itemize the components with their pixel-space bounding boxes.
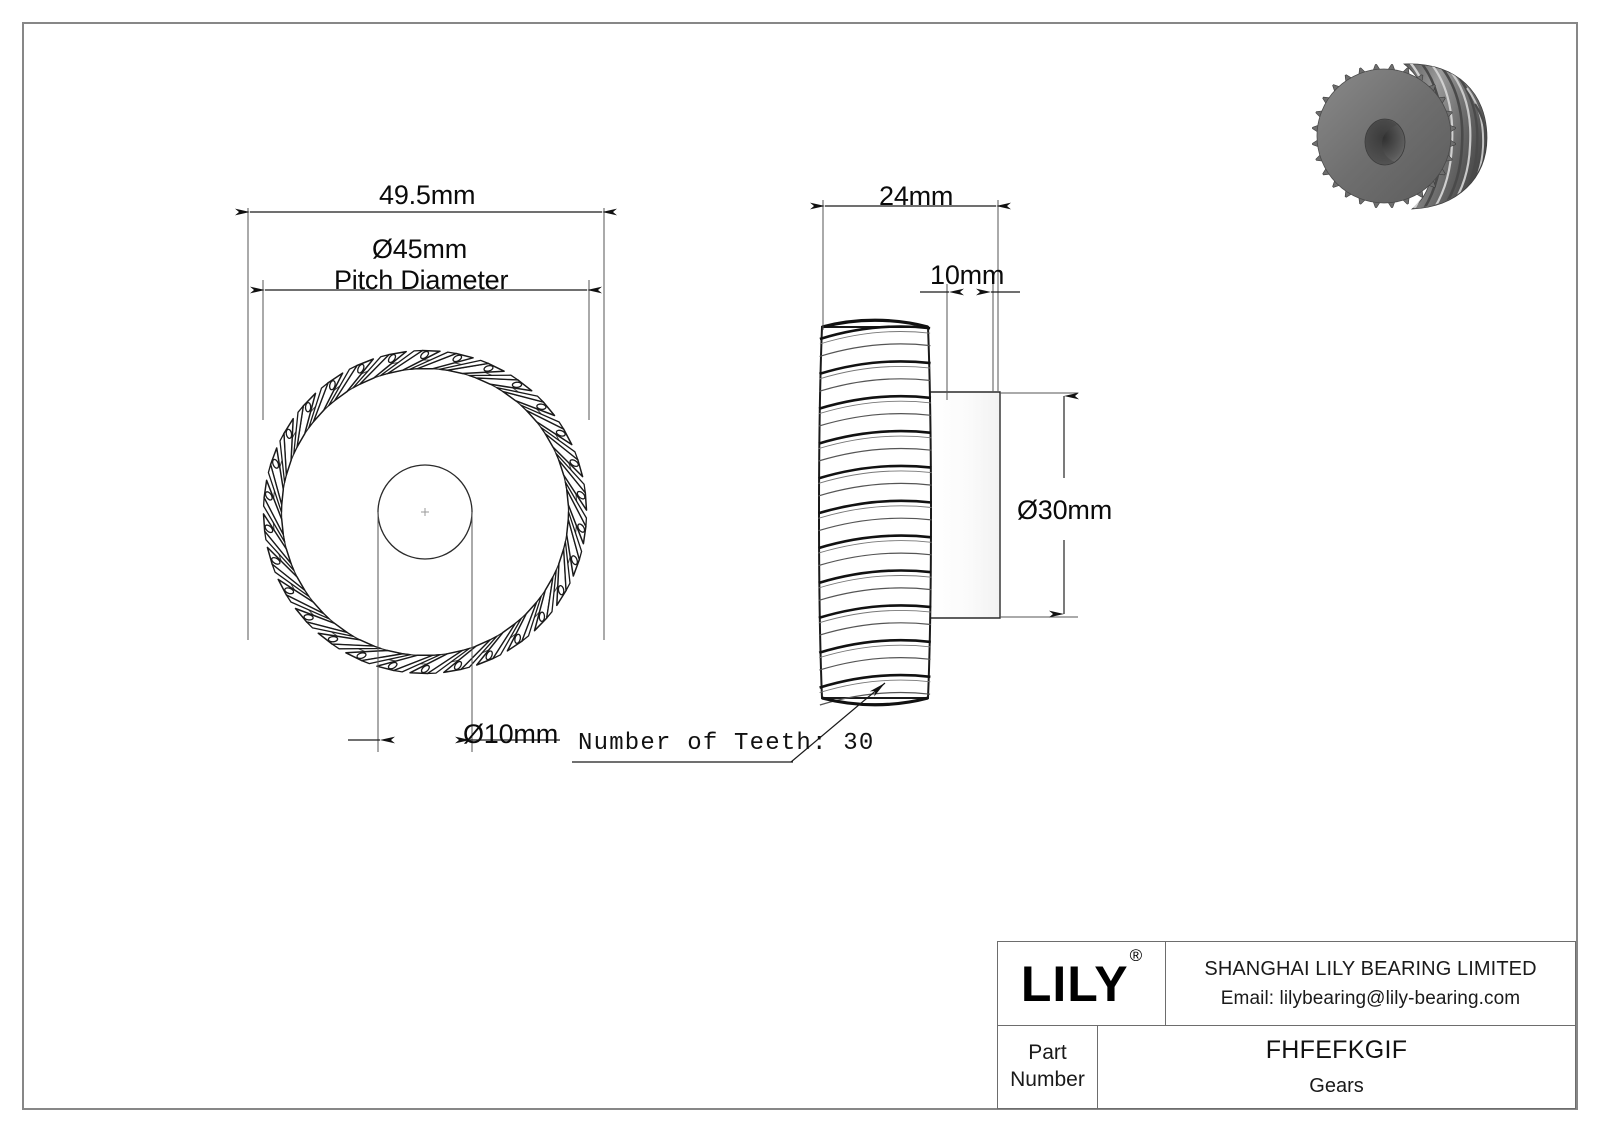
part-number-label: Part Number bbox=[998, 1026, 1098, 1108]
company-name: SHANGHAI LILY BEARING LIMITED bbox=[1204, 957, 1537, 980]
dim-label-hub-diameter: Ø30mm bbox=[1017, 495, 1113, 525]
logo-text: LILY bbox=[1020, 955, 1129, 1012]
registered-mark-icon: ® bbox=[1129, 945, 1144, 965]
title-block-bottom-row: Part Number FHFEFKGIF Gears bbox=[998, 1025, 1575, 1108]
part-number-value-cell: FHFEFKGIF Gears bbox=[1098, 1026, 1575, 1108]
dim-label-hub-width: 10mm bbox=[930, 260, 1005, 290]
part-label-line2: Number bbox=[1010, 1068, 1085, 1091]
title-block-top-row: LILY® SHANGHAI LILY BEARING LIMITED Emai… bbox=[998, 942, 1575, 1025]
company-cell: SHANGHAI LILY BEARING LIMITED Email: lil… bbox=[1166, 942, 1575, 1025]
part-category: Gears bbox=[1309, 1075, 1364, 1097]
dim-label-outer-diameter: 49.5mm bbox=[379, 180, 476, 210]
part-label-line1: Part bbox=[1028, 1041, 1067, 1065]
dim-label-pitch-diameter-value: Ø45mm bbox=[372, 234, 468, 264]
dim-label-pitch-diameter-text: Pitch Diameter bbox=[334, 265, 509, 295]
company-email: Email: lilybearing@lily-bearing.com bbox=[1220, 987, 1521, 1009]
dim-label-bore-diameter: Ø10mm bbox=[463, 719, 559, 749]
dim-label-face-width: 24mm bbox=[879, 181, 954, 211]
title-block: LILY® SHANGHAI LILY BEARING LIMITED Emai… bbox=[997, 941, 1576, 1109]
logo-cell: LILY® bbox=[998, 942, 1166, 1025]
lily-logo: LILY® bbox=[1020, 947, 1142, 1012]
isometric-gear-render bbox=[1312, 63, 1488, 210]
part-number-value: FHFEFKGIF bbox=[1265, 1036, 1408, 1064]
note-number-of-teeth: Number of Teeth: 30 bbox=[578, 730, 875, 757]
iso-front-face bbox=[1312, 64, 1456, 208]
